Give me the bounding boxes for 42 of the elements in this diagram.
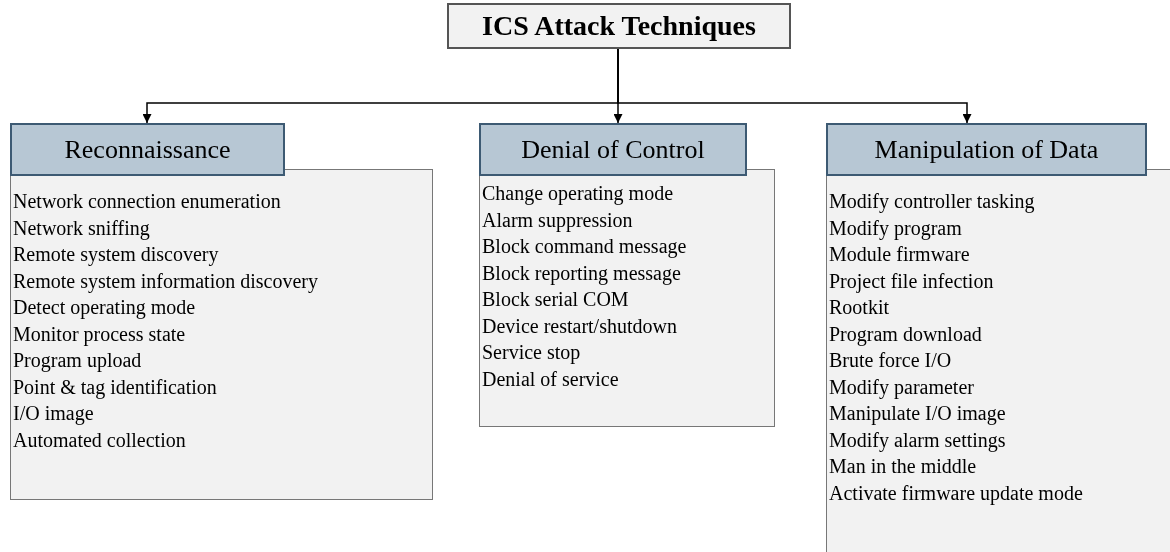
technique-item: Module firmware (829, 242, 970, 267)
technique-item: Man in the middle (829, 454, 977, 479)
technique-item: Service stop (482, 340, 581, 366)
title-text: ICS Attack Techniques (482, 9, 756, 43)
technique-item: Modify program (829, 215, 962, 241)
category-header-box (10, 123, 285, 176)
title-box (447, 3, 791, 49)
technique-item: Detect operating mode (13, 295, 196, 321)
technique-item: Network sniffing (13, 215, 150, 241)
technique-item: Denial of service (482, 366, 619, 392)
technique-item: Point & tag identification (13, 374, 217, 400)
technique-list-panel (479, 169, 775, 427)
category-title: Denial of Control (521, 134, 705, 166)
technique-item: Program upload (13, 348, 142, 374)
technique-item: Brute force I/O (829, 348, 952, 373)
technique-list-panel (826, 169, 1170, 552)
category-title: Manipulation of Data (874, 134, 1099, 166)
category-header-box (479, 123, 747, 176)
technique-item: Modify parameter (829, 374, 974, 400)
technique-item: Block command message (482, 234, 687, 260)
technique-item: Alarm suppression (482, 207, 633, 233)
technique-item: Device restart/shutdown (482, 313, 677, 339)
technique-item: Program download (829, 321, 982, 347)
category-title: Reconnaissance (64, 134, 231, 166)
technique-item: Remote system information discovery (13, 268, 318, 294)
technique-item: Change operating mode (482, 181, 674, 207)
technique-item: Project file infection (829, 268, 994, 294)
technique-item: Modify alarm settings (829, 427, 1006, 453)
technique-item: Manipulate I/O image (829, 401, 1006, 427)
technique-item: I/O image (13, 401, 94, 427)
arrow (617, 48, 972, 124)
technique-list-panel (10, 169, 433, 500)
technique-item: Modify controller tasking (829, 189, 1035, 215)
technique-item: Block serial COM (482, 287, 629, 312)
category-header-box (826, 123, 1147, 176)
technique-item: Activate firmware update mode (829, 480, 1083, 506)
technique-item: Monitor process state (13, 321, 186, 347)
technique-item: Rootkit (829, 295, 889, 320)
technique-item: Network connection enumeration (13, 189, 281, 214)
technique-item: Automated collection (13, 427, 186, 453)
technique-item: Block reporting message (482, 260, 681, 286)
technique-item: Remote system discovery (13, 242, 219, 268)
